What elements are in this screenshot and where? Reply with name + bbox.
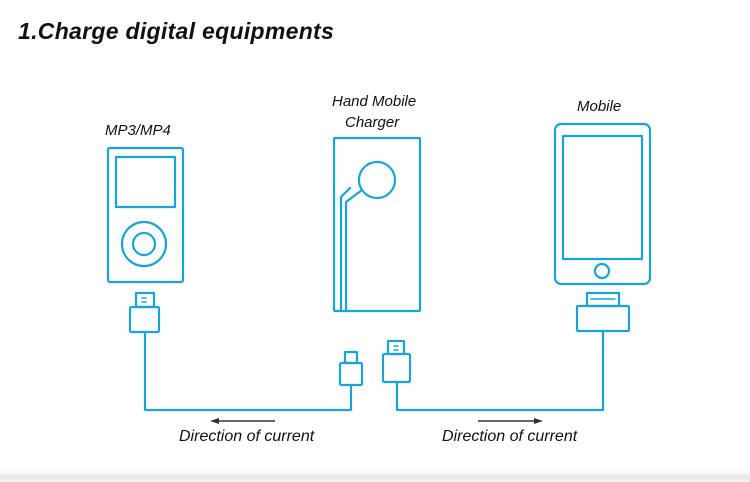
- charger-label-line2: Charger: [345, 114, 400, 131]
- mp3-usb-connector-icon: [128, 291, 161, 334]
- left-arrow-label: Direction of current: [179, 428, 315, 445]
- right-direction-arrow: [478, 418, 543, 424]
- micro-usb-plug-icon: [338, 350, 364, 387]
- charger-label-line1: Hand Mobile: [332, 93, 417, 110]
- mobile-label: Mobile: [577, 98, 622, 115]
- right-cable: [395, 329, 605, 412]
- bottom-divider: [0, 470, 750, 482]
- mp3-label: MP3/MP4: [105, 122, 171, 139]
- usb-plug-icon: [381, 339, 412, 384]
- diagram-title: 1.Charge digital equipments: [18, 18, 335, 44]
- right-arrow-label: Direction of current: [442, 428, 578, 445]
- left-cable: [143, 330, 353, 412]
- left-direction-arrow: [210, 418, 275, 424]
- hand-charger-icon: [332, 136, 422, 313]
- mobile-dock-connector-icon: [575, 291, 631, 333]
- mp3-player-icon: [106, 146, 185, 284]
- mobile-phone-icon: [553, 122, 652, 286]
